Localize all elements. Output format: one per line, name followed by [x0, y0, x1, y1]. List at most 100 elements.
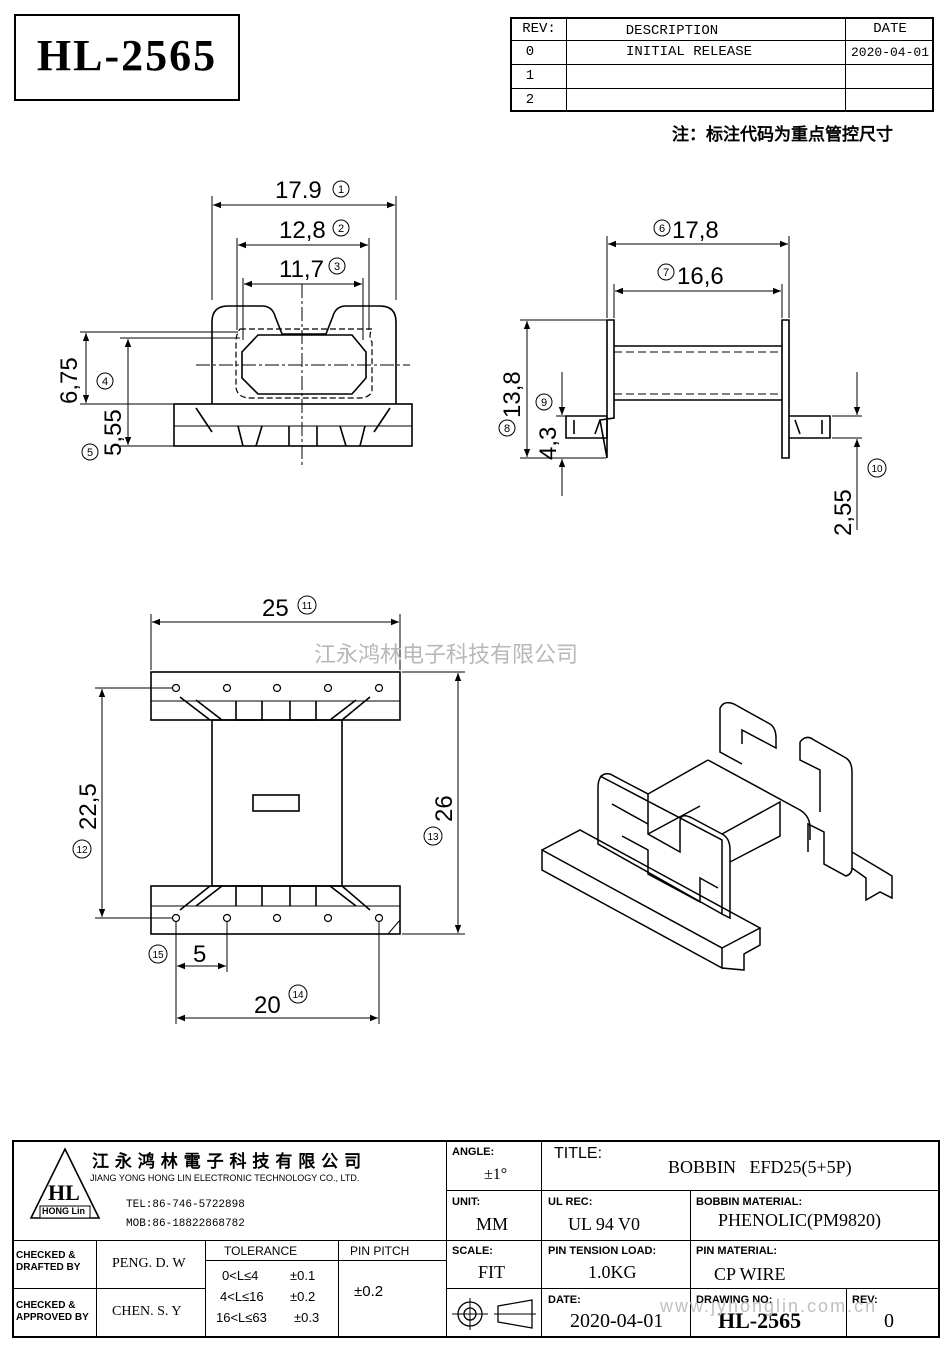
tb-line	[205, 1260, 446, 1261]
rev-row-2-rev: 2	[525, 92, 535, 108]
tolerance-value-1: ±0.2	[290, 1289, 316, 1304]
dim-5-value: 5,55	[100, 409, 127, 456]
bobbin-material-value: PHENOLIC(PM9820)	[718, 1210, 882, 1230]
part-number-box	[14, 14, 240, 101]
pin-tension-label: PIN TENSION LOAD:	[548, 1245, 657, 1257]
company-name-cn: 江 永 鸿 林 電 子 科 技 有 限 公 司	[92, 1152, 362, 1172]
description-header: DESCRIPTION	[625, 23, 719, 39]
marker-2: 2	[332, 219, 350, 237]
date-header: DATE	[873, 21, 907, 37]
tolerance-range-0: 0<L≤4	[222, 1268, 259, 1283]
dim-6-value: 17,8	[672, 217, 719, 244]
svg-text:6: 6	[659, 223, 665, 235]
checked-approved-label: CHECKED & APPROVED BY	[16, 1300, 89, 1323]
marker-7: 7	[657, 263, 675, 281]
title-label: TITLE:	[554, 1145, 603, 1162]
title-block	[12, 1140, 940, 1338]
marker-8: 8	[498, 419, 516, 437]
svg-text:1: 1	[338, 184, 344, 196]
company-name-en: JIANG YONG HONG LIN ELECTRONIC TECHNOLOG…	[90, 1173, 360, 1183]
tb-line	[541, 1140, 542, 1338]
dim-9-value: 4,3	[535, 427, 562, 460]
tolerance-range-1: 4<L≤16	[220, 1289, 264, 1304]
date-label: DATE:	[548, 1294, 581, 1306]
pin-material-value: CP WIRE	[714, 1264, 786, 1284]
ul-rec-value: UL 94 V0	[568, 1214, 640, 1234]
svg-text:3: 3	[334, 261, 340, 273]
svg-text:2: 2	[338, 223, 344, 235]
tb-line	[12, 1240, 940, 1241]
dim-4-value: 6,75	[56, 357, 83, 404]
front-view-hidden	[235, 328, 374, 399]
drawing-no-label: DRAWING NO:	[696, 1294, 773, 1306]
marker-10: 10	[867, 458, 887, 478]
dim-8-value: 13,8	[499, 371, 526, 418]
tolerance-range-2: 16<L≤63	[216, 1310, 267, 1325]
tb-line	[205, 1240, 206, 1338]
unit-label: UNIT:	[452, 1196, 481, 1208]
marker-3: 3	[328, 257, 346, 275]
ul-rec-label: UL REC:	[548, 1196, 593, 1208]
svg-text:7: 7	[663, 267, 669, 279]
svg-text:14: 14	[292, 990, 304, 1001]
dim-7-value: 16,6	[677, 263, 724, 290]
marker-13: 13	[423, 826, 443, 846]
front-view-window	[241, 334, 367, 395]
svg-text:4: 4	[102, 376, 108, 388]
dim-3-value: 11,7	[279, 256, 324, 283]
svg-text:13: 13	[427, 832, 439, 843]
bobbin-material-label: BOBBIN MATERIAL:	[696, 1196, 803, 1208]
company-mob: MOB:86-18822868782	[126, 1218, 245, 1230]
tb-line	[446, 1190, 940, 1191]
technical-drawing: 17.9 12,8 11,7 6,75 5,55 17,8 16,6 13,8 …	[56, 177, 893, 1024]
tb-line	[96, 1240, 97, 1338]
title-value: BOBBIN EFD25(5+5P)	[668, 1157, 852, 1177]
tb-line	[338, 1240, 339, 1338]
marker-4: 4	[96, 372, 114, 390]
logo-subtext: HONG Lin	[42, 1206, 85, 1216]
dim-1-value: 17.9	[275, 177, 322, 204]
marker-9: 9	[535, 393, 553, 411]
front-view-base	[173, 403, 413, 447]
top-view-top-flange	[150, 671, 401, 721]
company-tel: TEL:86-746-5722898	[126, 1199, 245, 1211]
rev-row-0-description: INITIAL RELEASE	[625, 44, 753, 60]
watermark-company: 江永鸿林电子科技有限公司	[314, 643, 578, 668]
top-view-pin-slots-top	[179, 696, 371, 721]
rev-divider	[510, 40, 934, 41]
dim-11-value: 25	[262, 595, 289, 622]
scale-value: FIT	[478, 1262, 505, 1282]
svg-text:11: 11	[302, 601, 313, 612]
rev-value: 0	[884, 1310, 894, 1332]
svg-text:15: 15	[152, 950, 164, 961]
dim-15-value: 5	[193, 941, 206, 968]
rev-header: REV:	[522, 21, 556, 37]
checked-drafted-label: CHECKED & DRAFTED BY	[16, 1250, 81, 1273]
watermark-url: www.jyhonglin.com.cn	[660, 1296, 878, 1316]
tb-line	[846, 1288, 847, 1338]
rev-divider	[510, 64, 934, 65]
top-view-pins	[171, 683, 384, 923]
top-view-pin-slots-bottom	[179, 885, 371, 911]
rev-label: REV:	[852, 1294, 878, 1306]
marker-1: 1	[332, 180, 350, 198]
front-view-body	[211, 305, 397, 404]
dim-14-value: 20	[254, 992, 281, 1019]
rev-row-0-rev: 0	[525, 44, 535, 60]
rev-row-1-rev: 1	[525, 68, 535, 84]
note: 注：标注代码为重点管控尺寸	[672, 125, 893, 145]
svg-text:12: 12	[76, 845, 88, 856]
marker-12: 12	[72, 839, 92, 859]
dim-10-value: 2,55	[830, 489, 857, 536]
tb-line	[690, 1190, 691, 1338]
logo-text: HL	[48, 1180, 80, 1205]
projection-symbol	[452, 1298, 536, 1330]
tolerance-label: TOLERANCE	[224, 1244, 298, 1258]
pin-pitch-value: ±0.2	[354, 1283, 384, 1300]
company-logo	[29, 1147, 101, 1219]
marker-14: 14	[288, 984, 308, 1004]
checked-approved-value: CHEN. S. Y	[112, 1304, 182, 1319]
tb-line	[12, 1288, 205, 1289]
unit-value: MM	[476, 1214, 509, 1234]
top-view-bottom-flange	[150, 885, 401, 935]
